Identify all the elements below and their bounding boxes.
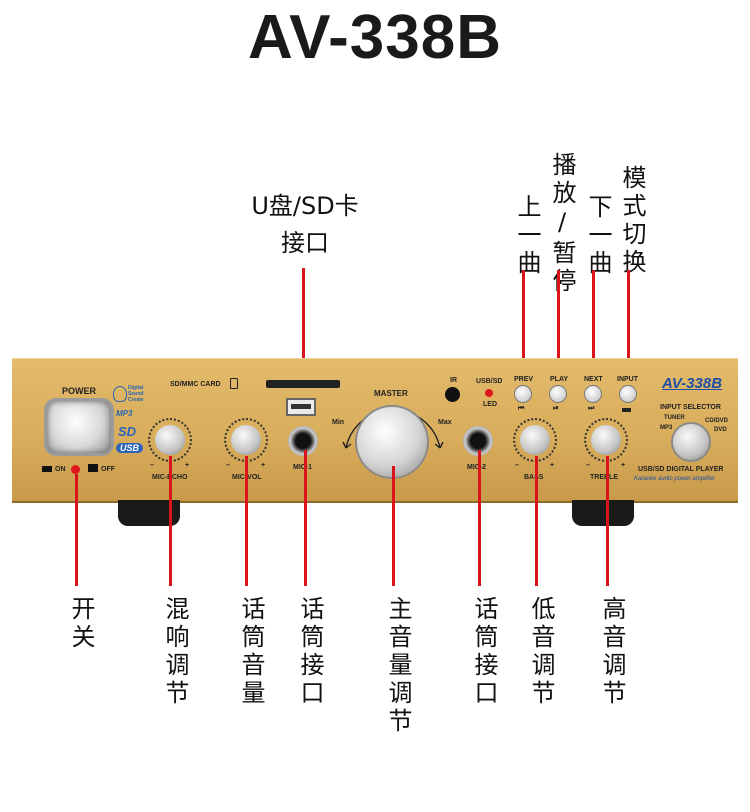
on-switch-icon <box>42 466 52 472</box>
bass-minus: – <box>515 462 519 469</box>
callout-line-play <box>557 270 560 374</box>
mic-echo-minus: – <box>150 462 154 469</box>
logo-line3: Create <box>128 397 144 403</box>
input-selector-knob[interactable] <box>673 424 709 460</box>
sd-card-text: SD/MMC CARD <box>170 381 221 388</box>
callout-line-master <box>392 466 395 586</box>
play-pause-icon: ⏯ <box>553 405 559 412</box>
power-led <box>71 465 80 474</box>
next-label: 下一曲 <box>584 194 612 278</box>
cd-dvd-text: CD/DVD <box>705 418 729 424</box>
callout-line-bass <box>535 456 538 586</box>
callout-line-mic1 <box>304 450 307 586</box>
dvd-text: DVD <box>714 427 727 433</box>
page-title: AV-338B <box>248 3 502 72</box>
bass-text: BASS <box>524 474 544 481</box>
treble-knob[interactable] <box>591 425 621 455</box>
usb-port[interactable] <box>286 398 316 416</box>
brand-logo-text: AV-338B <box>662 375 723 392</box>
mp3-logo: MP3 <box>116 409 133 418</box>
master-text: MASTER <box>374 389 408 398</box>
bass-adjust-label: 低音调节 <box>527 596 555 708</box>
treble-plus: + <box>621 462 626 469</box>
prev-text: PREV <box>514 376 534 383</box>
treble-text: TREBLE <box>590 474 618 481</box>
callout-line-echo <box>169 456 172 586</box>
play-pause-button[interactable] <box>549 385 567 403</box>
callout-line-usb <box>302 268 305 380</box>
prev-button[interactable] <box>514 385 532 403</box>
usb-sd-label: U盘/SD卡 接口 <box>250 186 360 258</box>
master-volume-label: 主音量调节 <box>384 596 412 736</box>
next-icon: ⏭ <box>588 405 595 412</box>
mic-1-text: MIC-1 <box>293 464 313 471</box>
amplifier-subtitle-text: Karaoke audio power amplifier <box>634 476 716 482</box>
callout-line-mode <box>627 270 630 374</box>
right-foot <box>572 500 634 526</box>
callout-line-power <box>75 474 78 586</box>
usb-sd-label-line1: U盘/SD卡 <box>251 192 359 220</box>
next-text: NEXT <box>584 376 603 383</box>
off-switch-icon <box>88 464 98 472</box>
usb-sd-led <box>485 389 493 397</box>
tuner-text: TUNER <box>664 415 685 421</box>
mic-1-jack[interactable] <box>288 426 318 456</box>
treble-adjust-label: 高音调节 <box>598 596 626 708</box>
play-pause-label: 播放/暂停 <box>548 152 576 296</box>
mic-echo-knob[interactable] <box>155 425 185 455</box>
input-selector-text: INPUT SELECTOR <box>660 404 721 411</box>
prev-label: 上一曲 <box>513 194 541 278</box>
play-text: PLAY <box>550 376 569 383</box>
sd-card-slot[interactable] <box>266 380 340 388</box>
led-text: LED <box>483 401 497 408</box>
power-switch-label: 开关 <box>67 596 95 652</box>
bass-plus: + <box>550 462 555 469</box>
mic-vol-plus: + <box>261 462 266 469</box>
callout-line-prev <box>522 270 525 374</box>
ir-receiver <box>445 387 460 402</box>
power-button[interactable] <box>44 398 114 456</box>
callout-line-mic2 <box>478 450 481 586</box>
mic-2-text: MIC-2 <box>467 464 487 471</box>
callout-line-mic-vol <box>245 456 248 586</box>
usb-sd-text: USB/SD <box>476 378 503 385</box>
master-max-text: Max <box>438 419 452 426</box>
off-text: OFF <box>101 466 115 473</box>
master-volume-knob[interactable] <box>357 407 427 477</box>
ir-text: IR <box>450 377 457 384</box>
sd-card-icon <box>230 378 238 389</box>
mp3-selector-text: MP3 <box>660 425 673 431</box>
usb-logo: USB <box>116 443 144 453</box>
on-text: ON <box>55 466 66 473</box>
callout-line-treble <box>606 456 609 586</box>
echo-adjust-label: 混响调节 <box>161 596 189 708</box>
digital-sound-logo-icon <box>113 386 127 402</box>
bass-knob[interactable] <box>520 425 550 455</box>
mic-vol-knob[interactable] <box>231 425 261 455</box>
logo-line1: Digital <box>128 385 144 391</box>
mic2-port-label: 话筒接口 <box>470 596 498 708</box>
mic1-port-label: 话筒接口 <box>296 596 324 708</box>
mic-volume-label: 话筒音量 <box>237 596 265 708</box>
treble-minus: – <box>586 462 590 469</box>
input-mode-icon <box>622 408 631 412</box>
input-text: INPUT <box>617 376 638 383</box>
usb-sd-label-line2: 接口 <box>281 229 329 257</box>
power-text: POWER <box>62 386 97 396</box>
digital-sound-logo: Digital Sound Create <box>128 385 144 403</box>
master-min-text: Min <box>332 419 345 426</box>
mic-vol-minus: – <box>226 462 230 469</box>
input-mode-button[interactable] <box>619 385 637 403</box>
prev-icon: ⏮ <box>518 405 525 412</box>
next-button[interactable] <box>584 385 602 403</box>
logo-line2: Sound <box>128 391 144 397</box>
callout-line-next <box>592 270 595 374</box>
digital-player-text: USB/SD DIGITAL PLAYER <box>638 466 724 473</box>
mic-echo-plus: + <box>185 462 190 469</box>
sd-logo: SD <box>118 424 137 439</box>
mode-switch-label: 模式切换 <box>618 165 646 277</box>
